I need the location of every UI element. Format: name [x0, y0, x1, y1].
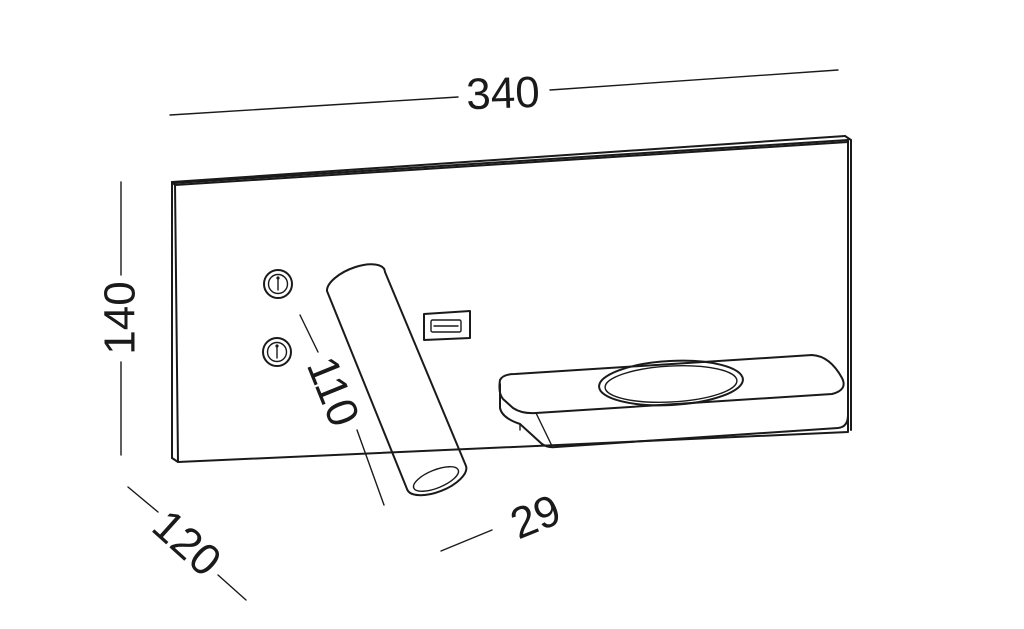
usb-port-icon — [423, 310, 471, 341]
shelf — [498, 354, 849, 449]
width-dimension-label: 340 — [465, 68, 540, 120]
arm-diameter-dimension-label: 29 — [504, 485, 568, 549]
rocker-switch-icon — [262, 337, 292, 367]
arm-length-dimension: 110 — [297, 314, 385, 506]
upper-switch — [263, 269, 293, 299]
depth-dimension: 120 — [127, 486, 247, 601]
back-panel — [171, 135, 852, 463]
rocker-switch-icon — [263, 269, 293, 299]
arm-diameter-dimension: 29 — [440, 485, 568, 552]
depth-dimension-label: 120 — [143, 501, 230, 587]
reading-lamp-arm — [325, 263, 468, 497]
height-dimension-label: 140 — [96, 281, 145, 354]
usb-port — [423, 310, 471, 341]
wireless-charger-icon — [598, 359, 744, 407]
lower-switch — [262, 337, 292, 367]
height-dimension: 140 — [96, 181, 145, 456]
width-dimension: 340 — [169, 68, 839, 120]
arm-length-dimension-label: 110 — [297, 350, 369, 433]
